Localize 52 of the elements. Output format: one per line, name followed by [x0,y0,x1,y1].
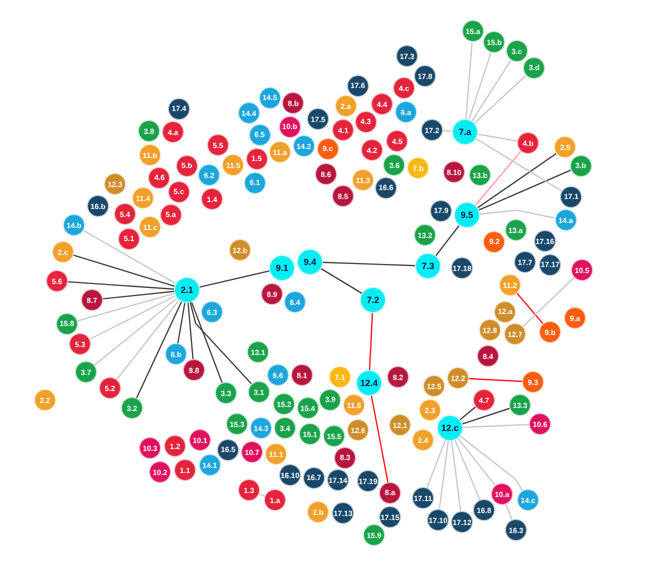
connector-line [477,153,557,208]
hub-node-circle: 2.1 [174,277,200,303]
hub-node-circle: 12.4 [356,370,382,396]
connector-line [478,170,571,211]
connector-line [426,440,446,488]
connector-line [465,42,473,120]
connector-line [102,290,174,300]
connector-line [454,440,480,500]
connector-line [369,312,373,370]
connector-line [516,293,544,324]
connector-line [468,52,492,120]
connector-line [462,424,530,428]
connector-line [462,408,510,424]
connector-line [442,130,452,132]
connector-line [370,396,388,482]
hub-node-circle: 7.a [452,119,478,145]
connector-line [90,295,176,340]
connector-line [472,60,512,122]
connector-line [460,406,476,420]
connector-line [190,302,252,384]
connector-line [68,281,174,290]
connector-line [480,210,556,219]
connector-line [191,302,223,383]
connector-line [83,230,176,284]
hub-node-circle: 7.2 [360,287,386,313]
connector-line [474,151,522,206]
connector-line [478,134,518,142]
hub-node-circle: 9.5 [454,202,480,228]
hub-node-circle: 12.c [437,415,463,441]
connector-line [474,74,526,124]
connector-line [458,438,496,486]
connector-line [460,436,523,491]
connector-line [322,262,416,266]
connector-line [435,225,460,256]
connector-line [320,268,362,294]
connector-line [188,302,194,360]
connector-line [522,277,574,327]
connector-line [136,302,182,398]
connector-line [200,270,270,288]
connector-line [476,138,562,192]
connector-line [94,298,178,366]
connector-line [73,254,175,287]
connector-line [505,504,513,520]
connector-line [77,292,175,322]
hub-node-circle: 9.1 [269,255,295,281]
connector-line [451,440,462,512]
connector-line [116,300,180,380]
hub-node-circle: 9.4 [297,249,323,275]
connector-line [438,440,449,510]
hub-node-circle: 7.3 [415,253,441,279]
connector-line [468,378,522,382]
connector-line [177,302,186,344]
